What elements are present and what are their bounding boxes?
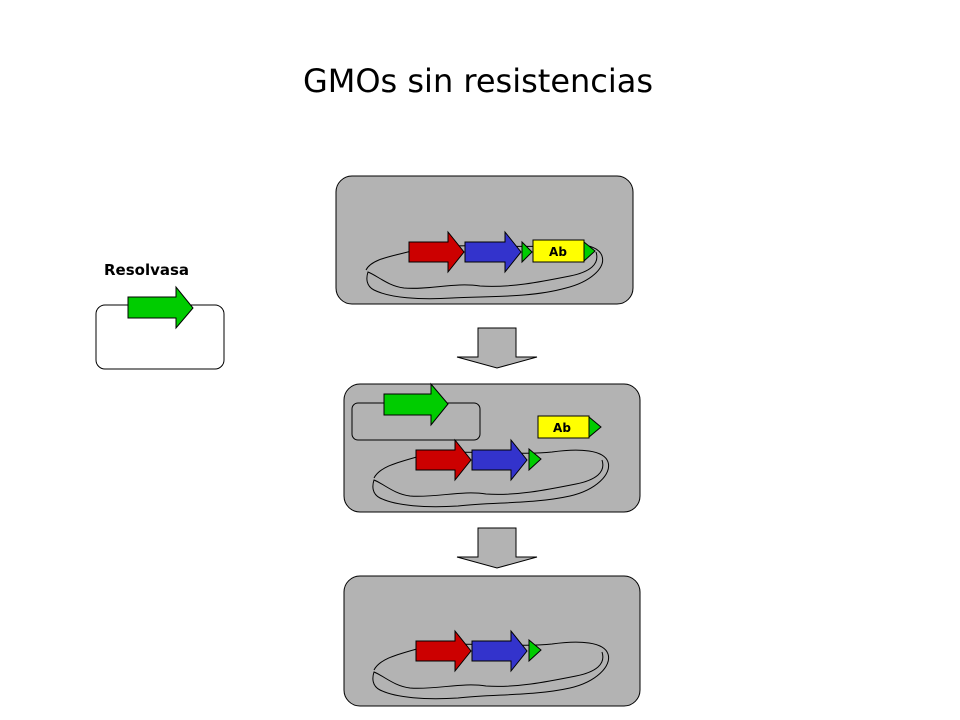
resolvase-plasmid: Resolvasa: [95, 261, 225, 370]
ab-marker-label: Ab: [553, 421, 571, 435]
cell-box: [335, 175, 634, 305]
blue-gene-arrow-icon: [464, 230, 522, 274]
red-gene-arrow-icon: [415, 438, 472, 482]
blue-gene-arrow-icon: [471, 438, 528, 482]
down-arrow-icon: [456, 527, 538, 569]
chromosome-outline: [372, 449, 610, 508]
green-resolvase-arrow-icon: [127, 285, 194, 330]
down-arrow-1: [456, 327, 538, 369]
cell-recombination: Ab: [343, 382, 641, 513]
page-title: GMOs sin resistencias: [303, 62, 653, 100]
chromosome-outline: [365, 243, 604, 300]
red-gene-arrow-icon: [415, 629, 472, 673]
blue-gene-arrow-icon: [471, 629, 528, 673]
green-site-arrow-icon: [521, 240, 533, 264]
cell-initial: Ab: [335, 175, 634, 305]
green-site-arrow-icon: [528, 638, 542, 663]
cell-final: [343, 575, 641, 707]
down-arrow-icon: [456, 327, 538, 369]
resolvase-label: Resolvasa: [104, 261, 189, 279]
chromosome-outline: [372, 641, 610, 700]
green-resolvase-arrow-icon: [383, 382, 449, 427]
down-arrow-2: [456, 527, 538, 569]
green-site-arrow-icon: [528, 447, 542, 472]
ab-marker-label: Ab: [549, 245, 567, 259]
green-site-arrow-icon: [588, 415, 602, 439]
green-site-arrow-icon: [583, 240, 596, 263]
red-gene-arrow-icon: [408, 230, 465, 274]
